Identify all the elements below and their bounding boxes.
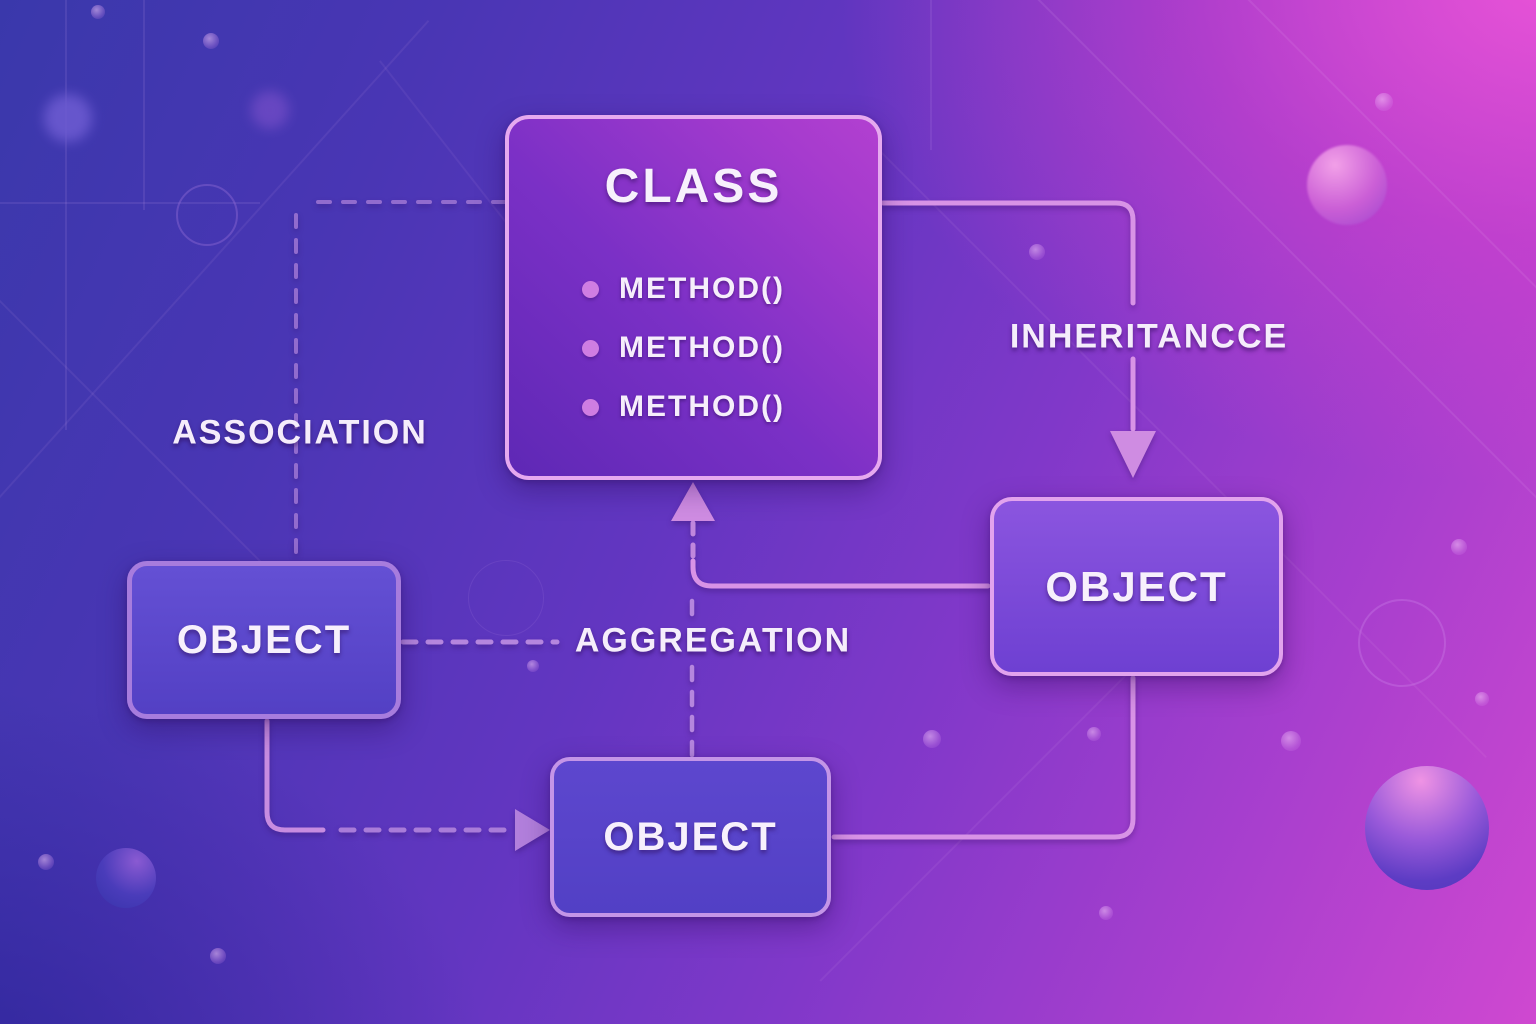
method-label: METHOD(): [619, 331, 785, 364]
ring-decoration: [468, 560, 544, 636]
glow-dot: [1451, 539, 1467, 555]
association-elbow-line: [264, 718, 326, 833]
association-dashed-line: [294, 200, 507, 562]
object-box-left: OBJECT: [127, 561, 401, 719]
class-box: CLASS METHOD() METHOD() METHOD(): [505, 115, 882, 480]
inheritance-label: INHERITANCCE: [1009, 317, 1289, 356]
class-title: CLASS: [604, 160, 783, 213]
glow-dot: [923, 730, 941, 748]
grid-line-vertical: [65, 0, 67, 430]
method-item: METHOD(): [582, 387, 858, 427]
glow-dot: [527, 660, 539, 672]
soft-circle: [251, 91, 289, 129]
bullet-icon: [582, 398, 599, 416]
object-box-right: OBJECT: [990, 497, 1283, 676]
object-link-line: [831, 675, 1136, 840]
soft-circle: [44, 94, 92, 142]
ring-decoration: [1358, 599, 1446, 687]
method-item: METHOD(): [582, 328, 858, 368]
method-item: METHOD(): [582, 269, 858, 309]
glow-dot: [1099, 906, 1113, 920]
aggregation-label: AGGREGATION: [574, 621, 852, 660]
object-box-bottom: OBJECT: [550, 757, 831, 917]
sphere-bottom-left: [96, 848, 156, 908]
inheritance-arrowhead-icon: [1110, 431, 1156, 478]
grid-line-horizontal: [0, 202, 260, 204]
sphere-top-right: [1307, 145, 1387, 225]
association-arrowhead-icon: [515, 809, 550, 851]
grid-line-vertical: [930, 0, 932, 150]
glow-dot: [1029, 244, 1045, 260]
bullet-icon: [582, 280, 599, 298]
glow-dot: [1475, 692, 1489, 706]
object-label: OBJECT: [1045, 562, 1228, 610]
grid-line-vertical: [143, 0, 145, 210]
inheritance-line: [880, 200, 1136, 432]
glow-dot: [38, 854, 54, 870]
method-label: METHOD(): [619, 272, 785, 305]
glow-dot: [210, 948, 226, 964]
object-label: OBJECT: [603, 814, 778, 859]
glow-dot: [203, 33, 219, 49]
glow-dot: [91, 5, 105, 19]
aggregation-elbow-line: [690, 558, 991, 589]
object-label: OBJECT: [176, 617, 352, 662]
sphere-bottom-right: [1365, 766, 1489, 890]
method-label: METHOD(): [619, 390, 785, 423]
aggregation-arrowhead-icon: [671, 482, 715, 521]
method-list: METHOD() METHOD() METHOD(): [582, 269, 858, 446]
ring-decoration: [176, 184, 238, 246]
glow-dot: [1375, 93, 1393, 111]
bullet-icon: [582, 339, 599, 357]
association-label: ASSOCIATION: [172, 413, 428, 452]
glow-dot: [1281, 731, 1301, 751]
glow-dot: [1087, 727, 1101, 741]
